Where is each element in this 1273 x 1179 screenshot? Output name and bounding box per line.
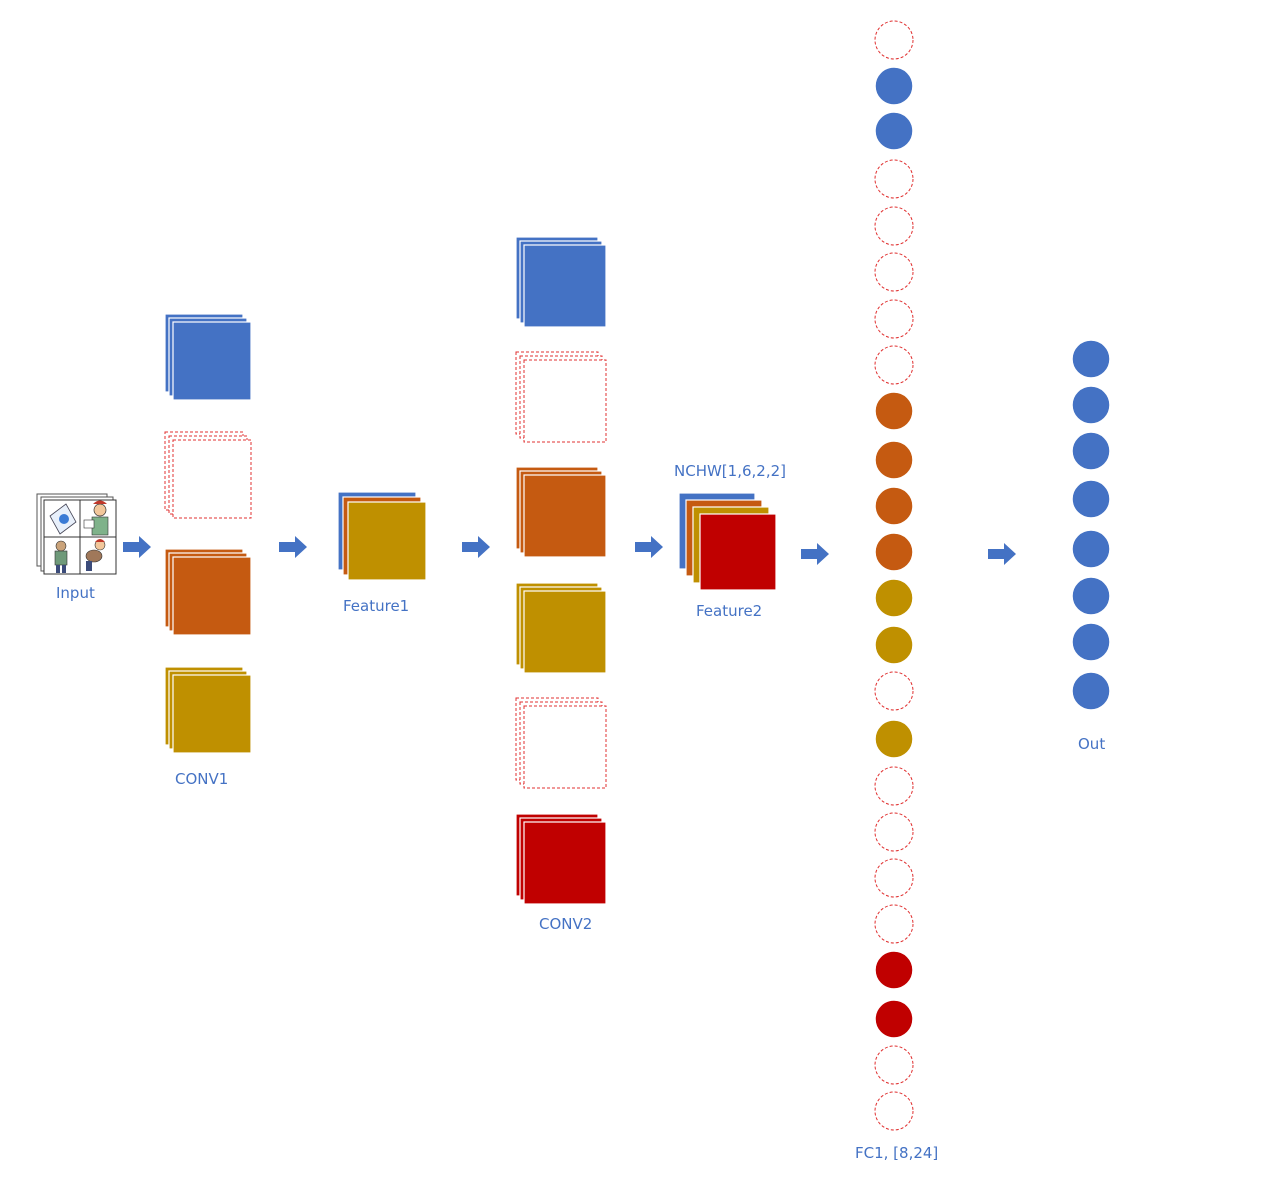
fc1-neuron-24: [874, 1091, 914, 1131]
fc1-neuron-23: [874, 1045, 914, 1085]
out-neuron-4: [1071, 479, 1111, 519]
input-label: Input: [56, 584, 95, 602]
fc1-neuron-14: [874, 625, 914, 665]
conv2-kernel-2: [515, 351, 607, 443]
fc1-neuron-5: [874, 206, 914, 246]
arrow-icon-1: [123, 536, 151, 558]
fc1-neuron-18: [874, 812, 914, 852]
comic-strip-image-icon: [36, 493, 117, 575]
feature2-label: Feature2: [696, 602, 763, 620]
fc1-neuron-12: [874, 532, 914, 572]
fc1-neuron-21: [874, 950, 914, 990]
flow-arrows: [123, 536, 1016, 565]
fc1-neuron-1: [874, 20, 914, 60]
fc1-neuron-19: [874, 858, 914, 898]
fc1-neuron-16: [874, 719, 914, 759]
feature1-stack: [337, 491, 427, 581]
out-neuron-5: [1071, 529, 1111, 569]
feature2-shape-label: NCHW[1,6,2,2]: [674, 462, 786, 480]
out-neuron-8: [1071, 671, 1111, 711]
conv1-kernel-1: [164, 313, 252, 401]
feature2-stack: [678, 492, 777, 591]
feature1-maps: [337, 491, 427, 581]
fc1-neuron-17: [874, 766, 914, 806]
feature1-stack-channel-3: [347, 501, 427, 581]
conv2-kernel-6: [515, 813, 607, 905]
conv2-kernels: [515, 236, 607, 905]
out-neuron-2: [1071, 385, 1111, 425]
fc1-neuron-9: [874, 391, 914, 431]
feature2-stack-channel-4: [699, 513, 777, 591]
conv1-kernel-2: [164, 431, 252, 519]
fc1-neuron-11: [874, 486, 914, 526]
arrow-icon-4: [635, 536, 663, 558]
arrow-icon-6: [988, 543, 1016, 565]
arrow-icon-5: [801, 543, 829, 565]
fc1-neuron-6: [874, 252, 914, 292]
fc1-neuron-20: [874, 904, 914, 944]
feature2-maps: [678, 492, 777, 591]
out-label: Out: [1078, 735, 1106, 753]
arrow-icon-2: [279, 536, 307, 558]
fc1-neuron-2: [874, 66, 914, 106]
fc1-neuron-3: [874, 111, 914, 151]
out-neuron-7: [1071, 622, 1111, 662]
out-neurons: [1071, 339, 1111, 711]
fc1-neuron-10: [874, 440, 914, 480]
conv2-kernel-4: [515, 582, 607, 674]
conv1-kernel-4: [164, 666, 252, 754]
conv1-kernel-3: [164, 548, 252, 636]
fc1-neuron-15: [874, 671, 914, 711]
fc1-neuron-4: [874, 159, 914, 199]
conv2-label: CONV2: [539, 915, 593, 933]
conv1-kernels: [164, 313, 252, 754]
fc1-neurons: [874, 20, 914, 1131]
fc1-label: FC1, [8,24]: [855, 1144, 939, 1162]
out-neuron-6: [1071, 576, 1111, 616]
fc1-neuron-22: [874, 999, 914, 1039]
arrow-icon-3: [462, 536, 490, 558]
out-neuron-3: [1071, 431, 1111, 471]
out-neuron-1: [1071, 339, 1111, 379]
fc1-neuron-7: [874, 299, 914, 339]
fc1-neuron-13: [874, 578, 914, 618]
conv2-kernel-1: [515, 236, 607, 328]
conv2-kernel-5: [515, 697, 607, 789]
conv1-label: CONV1: [175, 770, 229, 788]
feature1-label: Feature1: [343, 597, 410, 615]
fc1-neuron-8: [874, 345, 914, 385]
conv2-kernel-3: [515, 466, 607, 558]
